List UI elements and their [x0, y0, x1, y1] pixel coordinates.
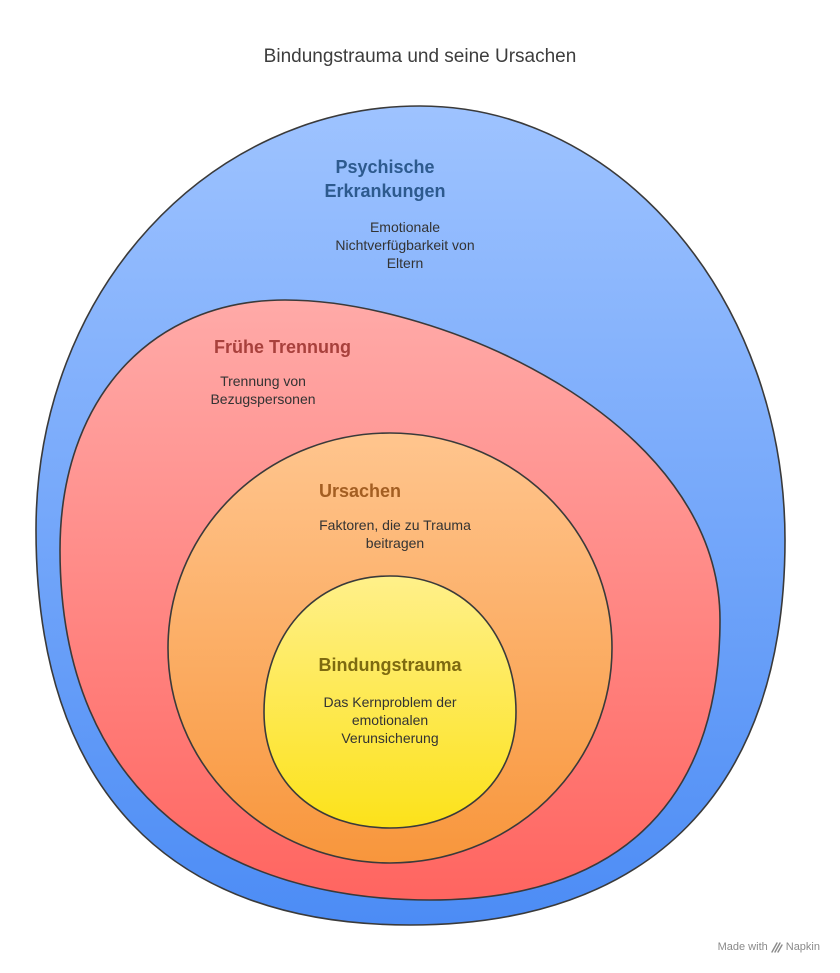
footer-brand-text: Napkin	[785, 941, 820, 953]
made-with-napkin-footer: Made with Napkin	[718, 941, 820, 953]
layer-label-bindungstrauma: Bindungstrauma	[318, 655, 462, 675]
layer-desc-bindungstrauma: Das Kernproblem der emotionalen Verunsic…	[323, 694, 457, 746]
diagram-title: Bindungstrauma und seine Ursachen	[263, 46, 577, 67]
napkin-logo-icon	[771, 941, 783, 953]
footer-made-with-text: Made with	[717, 941, 768, 953]
layer-label-ursachen: Ursachen	[318, 481, 402, 501]
layer-bindungstrauma-shape	[263, 575, 517, 829]
layer-label-psychische-erkrankungen: Psychische Erkrankungen	[324, 157, 446, 201]
layer-label-fruehe-trennung: Frühe Trennung	[214, 337, 351, 357]
layer-desc-psychische-erkrankungen: Emotionale Nichtverfügbarkeit von Eltern	[335, 219, 475, 271]
layer-desc-ursachen: Faktoren, die zu Trauma beitragen	[319, 517, 471, 551]
layer-desc-fruehe-trennung: Trennung von Bezugspersonen	[210, 373, 316, 407]
